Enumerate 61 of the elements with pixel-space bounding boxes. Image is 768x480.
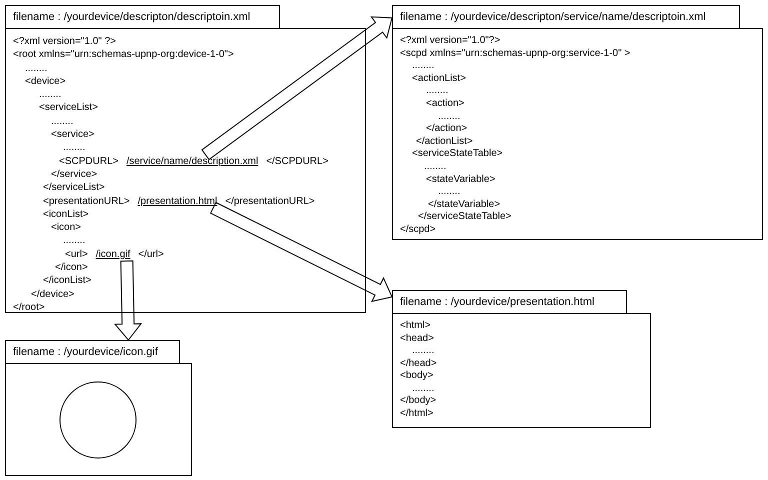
file-card (5, 340, 192, 476)
code-line: <html> (400, 320, 431, 332)
code-line: </actionList> (416, 136, 473, 148)
ellipsis-dots: ........ (438, 186, 460, 199)
code-line: </serviceList> (43, 181, 105, 195)
ellipsis-dots: ........ (412, 345, 434, 358)
filename-tab: filename : /yourdevice/descripton/service/name/descriptoin.xml (392, 5, 740, 29)
ellipsis-dots: ........ (63, 141, 86, 155)
code-line: </SCPDURL> (266, 154, 328, 168)
block-arrow (210, 202, 393, 302)
code-line: <root xmlns="urn:schemas-upnp-org:device-1-0"> (13, 48, 234, 62)
code-line: <head> (400, 332, 434, 345)
circle-image (59, 381, 137, 459)
code-line: <presentationURL> (43, 194, 130, 208)
code-line: </presentationURL> (225, 194, 315, 208)
code-line: </action> (426, 123, 468, 136)
ellipsis-dots: ........ (39, 88, 62, 102)
code-line: <service> (51, 128, 94, 142)
code-line: <?xml version="1.0" ?> (13, 35, 116, 48)
code-line: </service> (51, 168, 98, 182)
code-line: </head> (400, 358, 437, 370)
ellipsis-dots: ........ (63, 234, 86, 248)
code-line: <body> (400, 370, 434, 382)
block-arrow (201, 16, 393, 160)
ellipsis-dots: ........ (412, 382, 434, 395)
code-line: </body> (400, 395, 436, 408)
code-line: </icon> (55, 261, 88, 274)
code-line: <?xml version="1.0"?> (400, 35, 500, 48)
code-line: <serviceList> (39, 101, 98, 115)
code-line: <iconList> (43, 208, 89, 222)
code-line: <actionList> (412, 72, 466, 86)
ellipsis-dots: ........ (412, 60, 434, 73)
code-line: <icon> (51, 221, 82, 234)
code-line: <SCPDURL> (59, 154, 118, 168)
code-line: </serviceStateTable> (418, 211, 512, 224)
block-arrow (114, 260, 142, 341)
code-line: </stateVariable> (428, 198, 500, 212)
code-line: </url> (138, 248, 164, 262)
file-path-link: /presentation.html (138, 194, 218, 208)
filename-tab: filename : /yourdevice/icon.gif (5, 340, 180, 364)
filename-tab: filename : /yourdevice/descripton/descriptoin.xml (5, 5, 280, 29)
code-line: <stateVariable> (426, 174, 496, 186)
ellipsis-dots: ........ (438, 110, 460, 124)
code-line: </iconList> (43, 274, 92, 288)
code-line: <action> (426, 98, 464, 111)
file-path-link: /icon.gif (96, 248, 130, 262)
ellipsis-dots: ........ (426, 85, 448, 98)
filename-tab: filename : /yourdevice/presentation.html (392, 290, 627, 314)
file-card (392, 290, 651, 428)
code-line: <serviceStateTable> (412, 148, 503, 161)
ellipsis-dots: ........ (25, 62, 48, 75)
file-path-link: /service/name/description.xml (126, 154, 258, 168)
code-line: </scpd> (400, 224, 436, 236)
code-line: <scpd xmlns="urn:schemas-upnp-org:service-1-0" > (400, 48, 630, 60)
code-line: </html> (400, 408, 434, 420)
code-line: </device> (31, 288, 74, 301)
ellipsis-dots: ........ (51, 114, 74, 128)
code-line: <device> (25, 74, 66, 88)
code-line: <url> (65, 248, 88, 262)
ellipsis-dots: ........ (424, 160, 446, 174)
code-line: </root> (13, 300, 45, 314)
